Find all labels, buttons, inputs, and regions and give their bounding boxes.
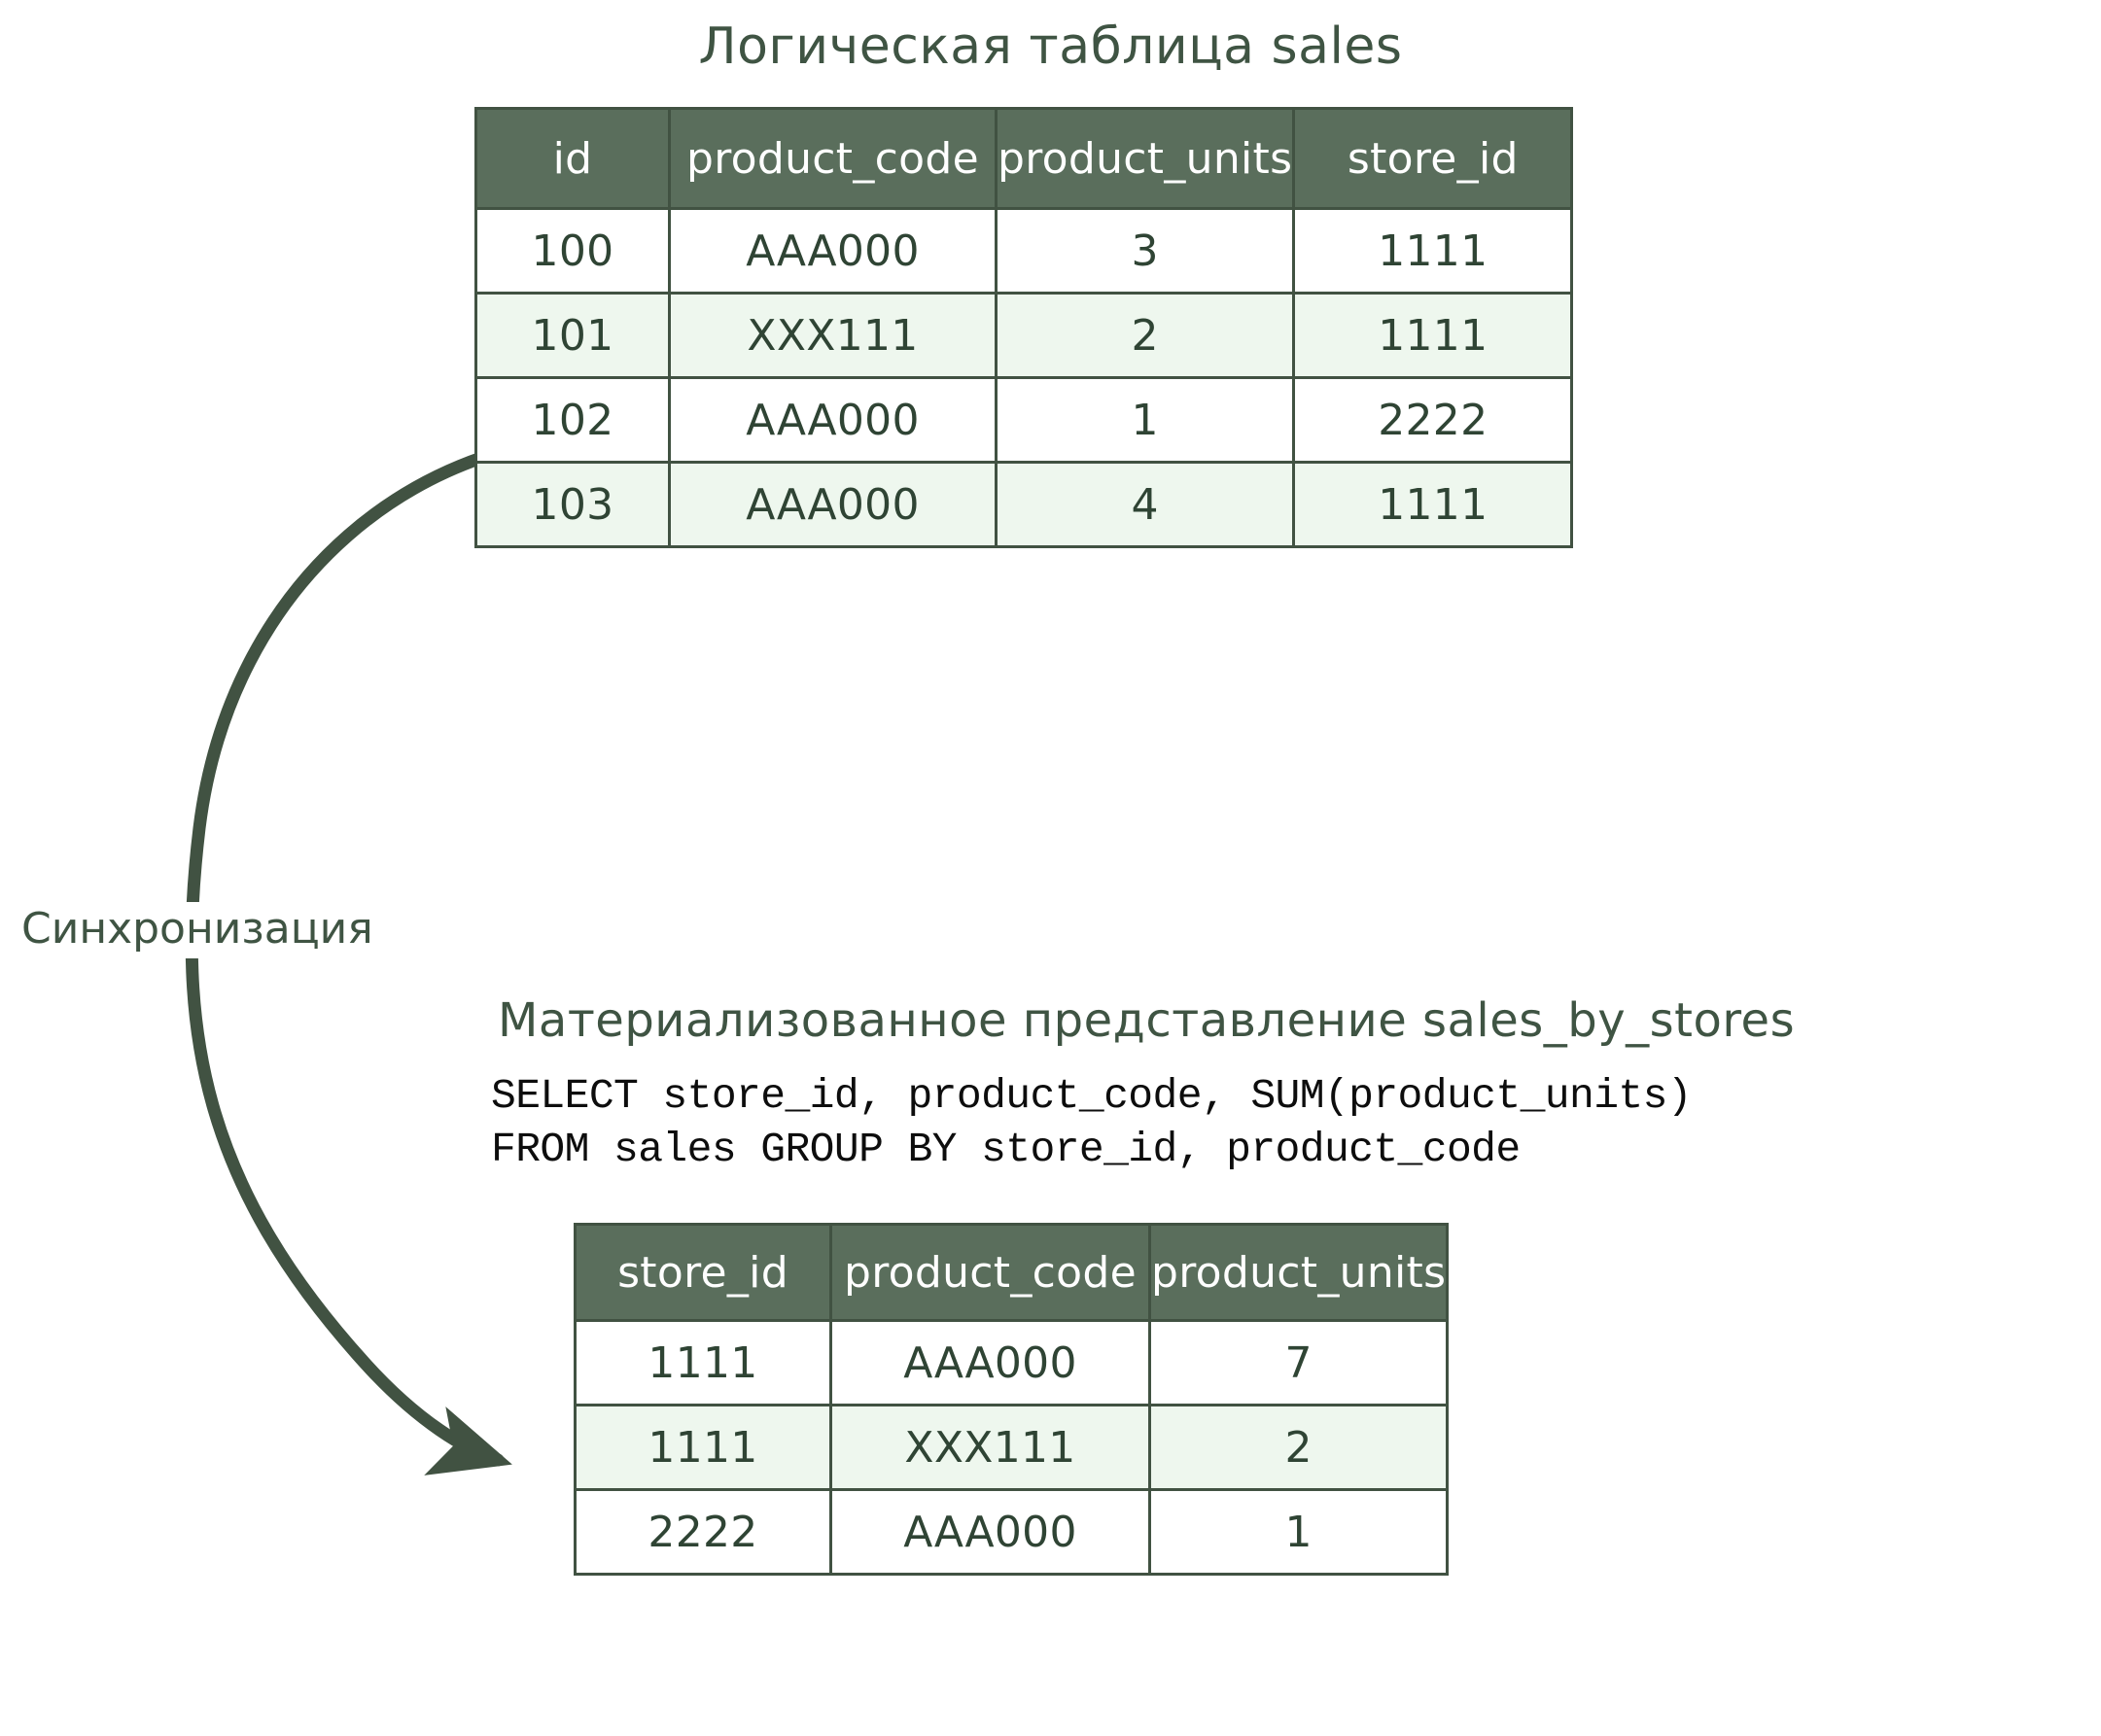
cell-store-id: 2222 — [1292, 376, 1574, 464]
table-header-row: store_id product_code product_units — [574, 1223, 1450, 1322]
column-header-store-id: store_id — [574, 1223, 832, 1322]
logical-table-title: Логическая таблица sales — [698, 17, 1403, 76]
logical-table-sales: id product_code product_units store_id 1… — [474, 107, 1574, 548]
cell-store-id: 1111 — [574, 1404, 832, 1491]
table-row: 2222 AAA000 1 — [574, 1488, 1450, 1576]
materialized-view-title: Материализованное представление sales_by… — [498, 993, 1796, 1048]
cell-store-id: 2222 — [574, 1488, 832, 1576]
cell-product-code: AAA000 — [829, 1319, 1151, 1406]
sql-definition: SELECT store_id, product_code, SUM(produ… — [491, 1069, 1693, 1176]
column-header-store-id: store_id — [1292, 107, 1574, 210]
table-row: 100 AAA000 3 1111 — [474, 207, 1574, 295]
cell-product-units: 1 — [1147, 1488, 1450, 1576]
table-row: 1111 AAA000 7 — [574, 1319, 1450, 1406]
table-row: 1111 XXX111 2 — [574, 1404, 1450, 1491]
table-row: 102 AAA000 1 2222 — [474, 376, 1574, 464]
materialized-view-table-sales-by-stores: store_id product_code product_units 1111… — [574, 1223, 1450, 1576]
column-header-product-units: product_units — [994, 107, 1296, 210]
column-header-id: id — [474, 107, 671, 210]
cell-id: 101 — [474, 292, 671, 379]
cell-product-units: 1 — [994, 376, 1296, 464]
column-header-product-code: product_code — [829, 1223, 1151, 1322]
cell-store-id: 1111 — [1292, 461, 1574, 548]
cell-product-code: AAA000 — [829, 1488, 1151, 1576]
cell-product-code: XXX111 — [829, 1404, 1151, 1491]
cell-product-units: 4 — [994, 461, 1296, 548]
cell-product-units: 2 — [1147, 1404, 1450, 1491]
cell-store-id: 1111 — [574, 1319, 832, 1406]
cell-product-units: 7 — [1147, 1319, 1450, 1406]
cell-product-units: 3 — [994, 207, 1296, 295]
cell-product-code: AAA000 — [668, 207, 998, 295]
cell-product-code: XXX111 — [668, 292, 998, 379]
cell-id: 100 — [474, 207, 671, 295]
cell-id: 102 — [474, 376, 671, 464]
table-row: 103 AAA000 4 1111 — [474, 461, 1574, 548]
sql-line-2: FROM sales GROUP BY store_id, product_co… — [491, 1126, 1521, 1174]
cell-product-code: AAA000 — [668, 461, 998, 548]
table-row: 101 XXX111 2 1111 — [474, 292, 1574, 379]
sync-label: Синхронизация — [18, 902, 383, 959]
table-header-row: id product_code product_units store_id — [474, 107, 1574, 210]
cell-id: 103 — [474, 461, 671, 548]
cell-store-id: 1111 — [1292, 207, 1574, 295]
cell-store-id: 1111 — [1292, 292, 1574, 379]
column-header-product-units: product_units — [1147, 1223, 1450, 1322]
cell-product-units: 2 — [994, 292, 1296, 379]
sql-line-1: SELECT store_id, product_code, SUM(produ… — [491, 1072, 1693, 1120]
column-header-product-code: product_code — [668, 107, 998, 210]
cell-product-code: AAA000 — [668, 376, 998, 464]
